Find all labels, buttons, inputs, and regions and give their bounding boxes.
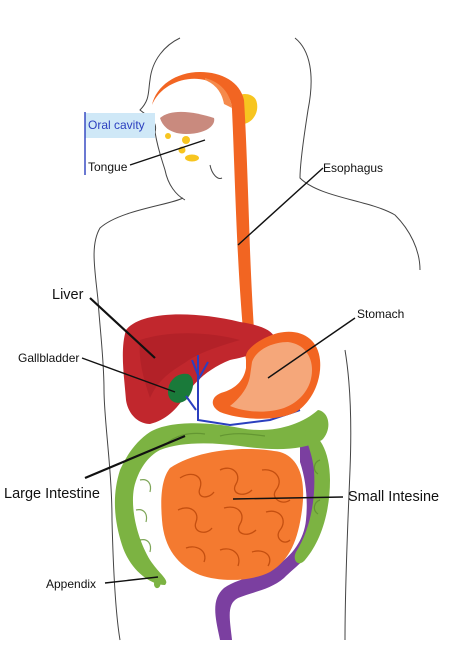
label-oral-cavity: Oral cavity	[88, 118, 145, 132]
large-intestine-shape	[114, 410, 330, 589]
label-gallbladder: Gallbladder	[18, 351, 79, 365]
label-stomach: Stomach	[357, 307, 404, 321]
small-intestine-shape	[161, 449, 304, 580]
label-appendix: Appendix	[46, 577, 96, 591]
rectum-shape	[215, 430, 324, 640]
label-liver: Liver	[52, 287, 84, 303]
leader-lines	[81, 139, 356, 584]
tongue-shape	[160, 111, 215, 134]
label-large-intestine: Large Intestine	[4, 486, 100, 502]
label-esophagus: Esophagus	[323, 161, 383, 175]
label-tongue: Tongue	[88, 160, 128, 174]
label-small-intestine: Small Intesine	[348, 489, 439, 505]
oral-cavity-highlight	[85, 113, 155, 138]
